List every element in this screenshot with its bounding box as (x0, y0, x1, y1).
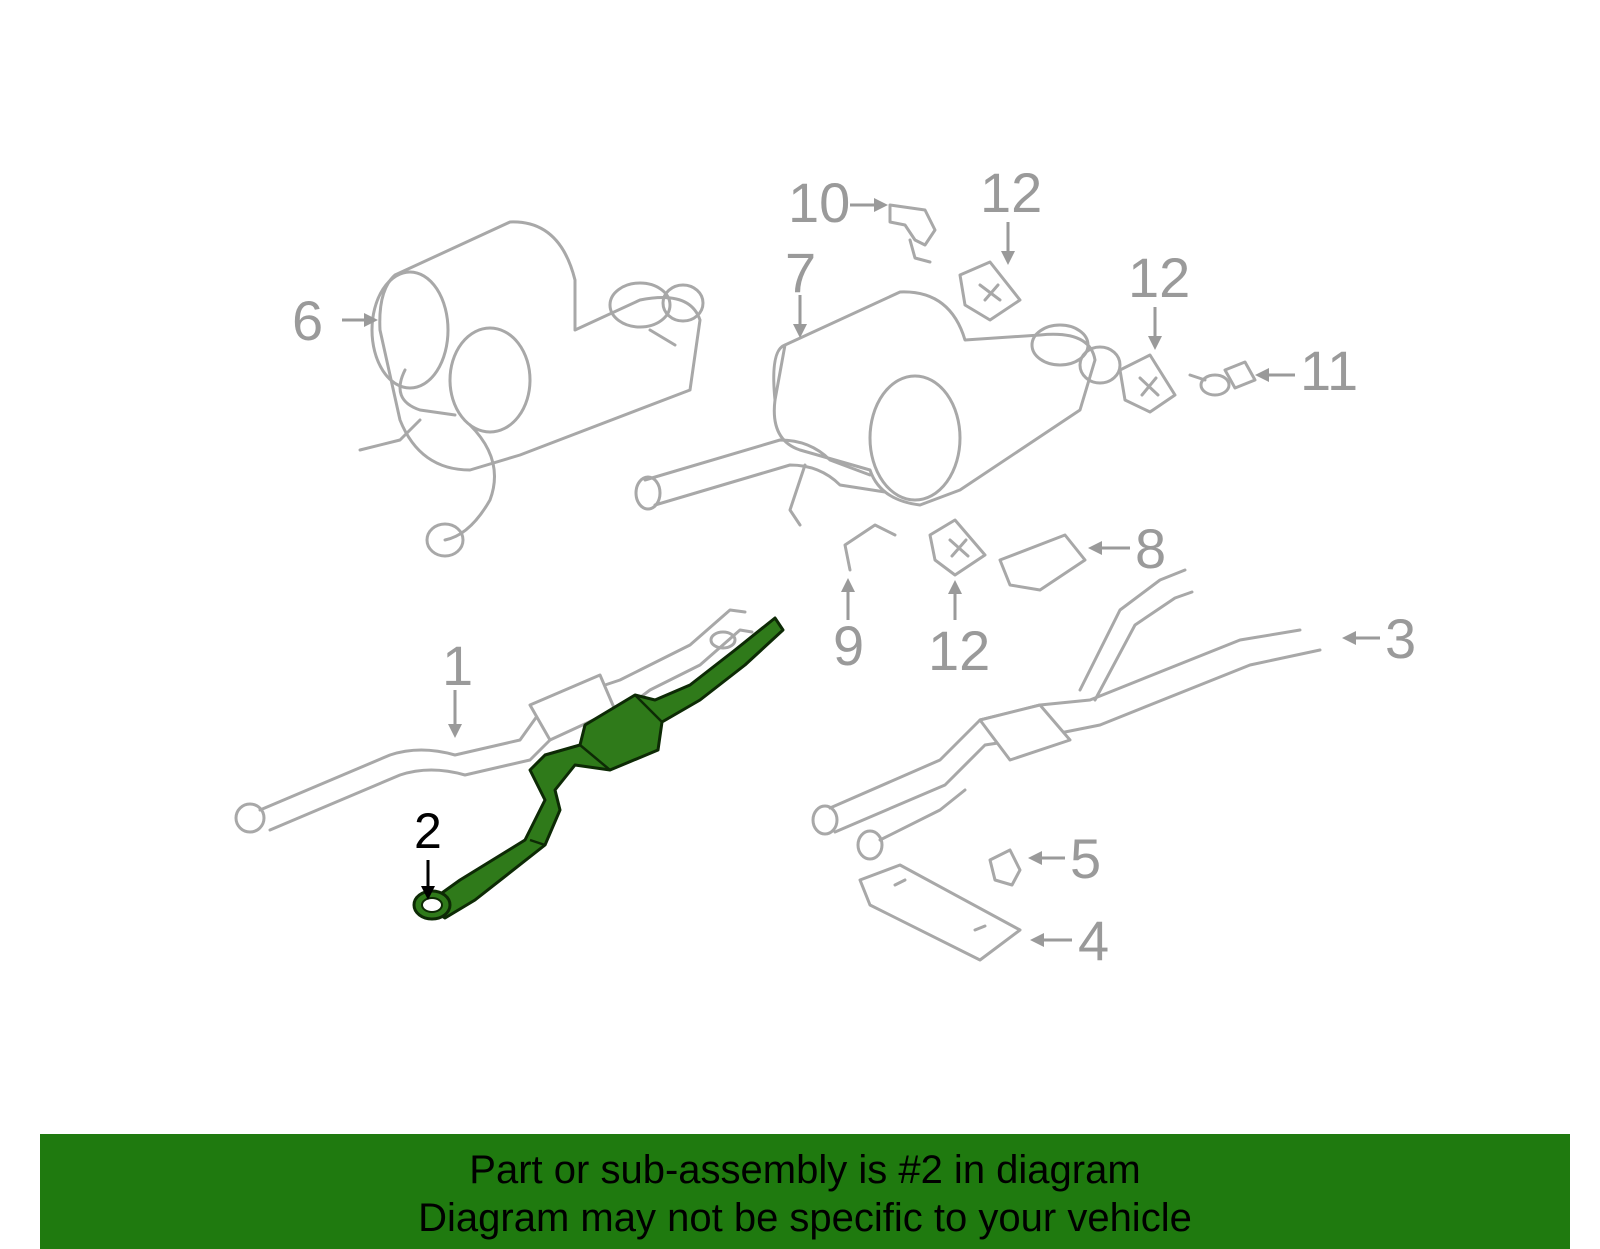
part-8-bracket-plate[interactable] (998, 533, 1087, 592)
banner-line-2: Diagram may not be specific to your vehi… (418, 1196, 1192, 1240)
callout-12-lower: 12 (928, 619, 990, 682)
callout-12-right: 12 (1128, 246, 1190, 309)
part-9-hanger-rod[interactable] (843, 523, 897, 572)
part-7-rear-muffler-right[interactable] (634, 290, 1122, 527)
part-12-hanger-right[interactable] (1118, 353, 1177, 414)
part-12-hanger-top[interactable] (958, 260, 1022, 322)
callout-6: 6 (292, 289, 323, 352)
callout-4: 4 (1078, 909, 1109, 972)
callout-2: 2 (414, 803, 442, 859)
callout-labels: 6 7 10 12 12 11 8 9 12 1 3 5 4 2 (292, 161, 1416, 972)
part-6-rear-muffler-left[interactable] (358, 220, 705, 558)
part-2-front-pipe-converter[interactable] (412, 616, 785, 921)
callout-10: 10 (788, 171, 850, 234)
callout-9: 9 (833, 614, 864, 677)
banner-line-1: Part or sub-assembly is #2 in diagram (469, 1148, 1141, 1192)
callout-7: 7 (785, 241, 816, 304)
part-1-front-pipe[interactable] (234, 608, 754, 834)
callout-5: 5 (1070, 827, 1101, 890)
callout-8: 8 (1135, 517, 1166, 580)
part-10-bracket[interactable] (888, 203, 937, 264)
part-5-clamp[interactable] (988, 848, 1022, 887)
callout-arrows (342, 198, 1380, 947)
part-4-heat-shield[interactable] (858, 863, 1022, 962)
callout-11: 11 (1300, 339, 1358, 402)
callout-3: 3 (1385, 607, 1416, 670)
callout-12-top: 12 (980, 161, 1042, 224)
part-11-clamp[interactable] (1188, 360, 1257, 397)
part-12-hanger-lower[interactable] (928, 518, 987, 577)
callout-1: 1 (442, 634, 473, 697)
part-info-banner: Part or sub-assembly is #2 in diagram Di… (40, 1134, 1570, 1249)
part-3-center-pipe[interactable] (811, 568, 1322, 861)
